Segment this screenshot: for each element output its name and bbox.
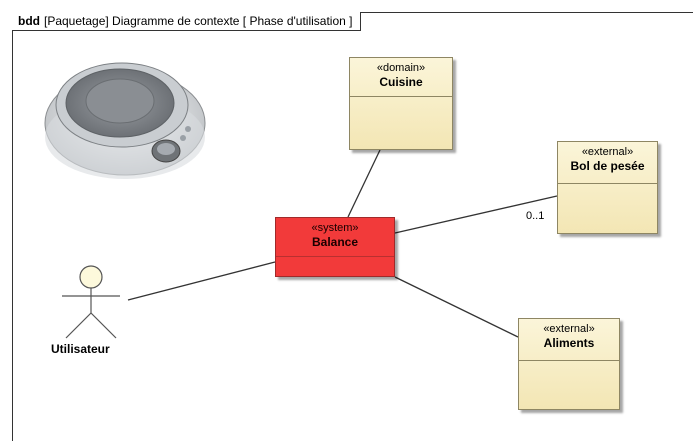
block-divider <box>350 96 452 97</box>
block-divider <box>276 256 394 257</box>
block-aliments[interactable]: «external» Aliments <box>518 318 620 410</box>
actor-stick-figure <box>62 265 120 339</box>
block-stereotype: «domain» <box>376 62 426 74</box>
block-bol-de-pesee[interactable]: «external» Bol de pesée <box>557 141 658 234</box>
association-balance-cuisine <box>347 149 381 218</box>
block-divider <box>519 360 619 361</box>
block-stereotype: «external» <box>543 323 595 335</box>
block-name: Bol de pesée <box>570 159 645 173</box>
block-stereotype: «external» <box>581 146 634 158</box>
association-actor-balance <box>127 261 276 301</box>
diagram-title: [Paquetage] Diagramme de contexte [ Phas… <box>44 14 353 28</box>
kitchen-scale-image <box>44 62 206 179</box>
block-name: Aliments <box>543 336 595 350</box>
block-balance-system[interactable]: «system» Balance <box>275 217 395 277</box>
block-name: Cuisine <box>379 75 423 89</box>
multiplicity-label: 0..1 <box>526 210 545 222</box>
association-balance-bol <box>394 195 558 234</box>
block-cuisine[interactable]: «domain» Cuisine <box>349 57 453 150</box>
frame-header: bdd [Paquetage] Diagramme de contexte [ P… <box>12 12 362 31</box>
association-balance-aliments <box>394 276 519 338</box>
diagram-kind: bdd <box>18 14 40 28</box>
block-name: Balance <box>311 235 359 249</box>
actor-name: Utilisateur <box>51 342 110 356</box>
block-stereotype: «system» <box>311 222 359 234</box>
block-divider <box>558 183 657 184</box>
